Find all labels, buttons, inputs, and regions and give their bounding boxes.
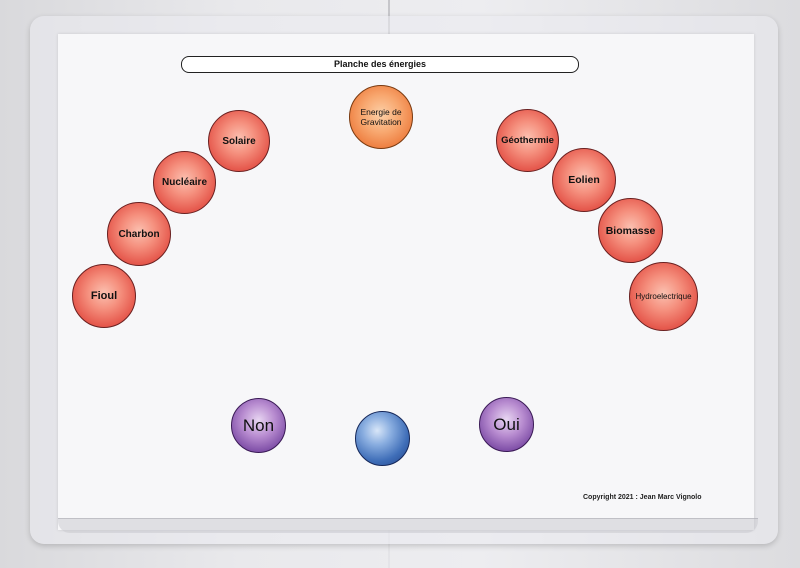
energy-ball-fioul: Fioul (72, 264, 136, 328)
sleeve-bottom-edge (58, 518, 758, 533)
board-title: Planche des énergies (181, 56, 579, 73)
energy-ball-gravitation: Energie de Gravitation (349, 85, 413, 149)
energy-ball-nucleaire: Nucléaire (153, 151, 216, 214)
center-blue-ball (355, 411, 410, 466)
energy-ball-biomasse: Biomasse (598, 198, 663, 263)
energy-ball-hydroelectrique: Hydroelectrique (629, 262, 698, 331)
energy-ball-charbon: Charbon (107, 202, 171, 266)
answer-ball-oui: Oui (479, 397, 534, 452)
energy-ball-solaire: Solaire (208, 110, 270, 172)
answer-ball-non: Non (231, 398, 286, 453)
energy-ball-geothermie: Géothermie (496, 109, 559, 172)
copyright-text: Copyright 2021 : Jean Marc Vignolo (583, 494, 702, 501)
energy-ball-eolien: Eolien (552, 148, 616, 212)
